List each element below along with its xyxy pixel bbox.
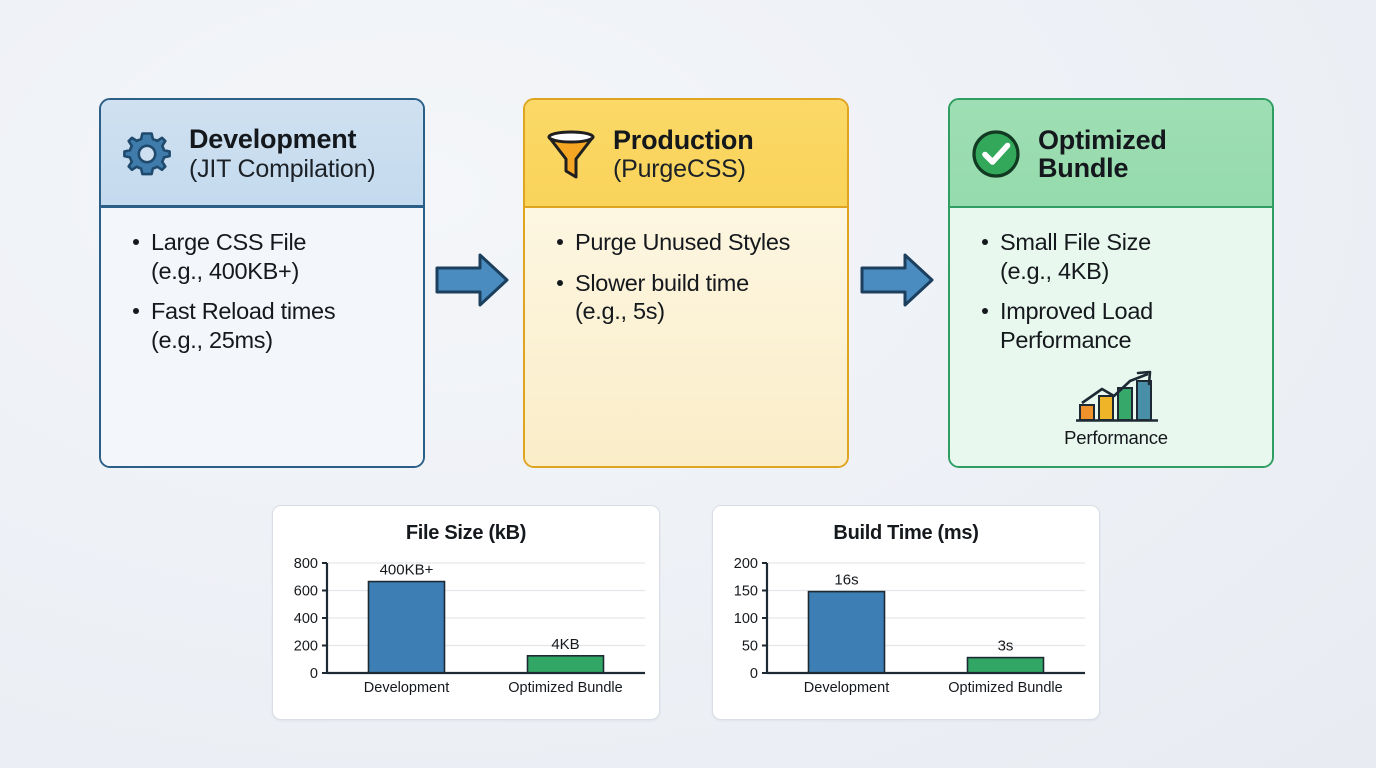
card-optimized-bundle-header: Optimized Bundle	[950, 100, 1272, 208]
card-optimized-bundle-title-block: Optimized Bundle	[1038, 126, 1167, 182]
list-item: Fast Reload times(e.g., 25ms)	[125, 297, 409, 354]
list-item: Large CSS File(e.g., 400KB+)	[125, 228, 409, 285]
chart-build-time: 0 50 100 150 200 16s 3s Development Optimized …	[734, 556, 1085, 696]
card-optimized-bundle-title: Optimized	[1038, 124, 1167, 155]
svg-text:400KB+: 400KB+	[380, 562, 434, 579]
card-optimized-bundle-subtitle: Bundle	[1038, 153, 1129, 183]
chart-yticks-build-time: 0 50 100 150 200	[734, 556, 767, 682]
card-production-body: Purge Unused Styles Slower build time(e.…	[525, 208, 847, 466]
card-development[interactable]: Development (JIT Compilation) Large CSS …	[99, 98, 425, 468]
gear-icon	[123, 131, 171, 175]
card-optimized-bundle[interactable]: Optimized Bundle Small File Size(e.g., 4…	[948, 98, 1274, 468]
card-production-title: Production	[613, 124, 754, 155]
chart-title-build-time: Build Time (ms)	[833, 522, 979, 544]
svg-text:Development: Development	[804, 680, 889, 696]
list-item: Purge Unused Styles	[549, 228, 833, 257]
card-production-title-block: Production (PurgeCSS)	[613, 126, 754, 182]
chart-xlabels-build-time: Development Optimized Bundle	[804, 680, 1063, 696]
card-development-title-block: Development (JIT Compilation)	[189, 124, 376, 183]
chart-card-file-size[interactable]: File Size (kB) 0 200 400 600 800 400KB+ 4KB D…	[272, 505, 660, 720]
card-development-header: Development (JIT Compilation)	[101, 100, 423, 208]
svg-text:0: 0	[750, 666, 758, 682]
svg-text:150: 150	[734, 584, 758, 600]
svg-text:100: 100	[734, 611, 758, 627]
list-item: Slower build time(e.g., 5s)	[549, 269, 833, 326]
svg-text:600: 600	[294, 584, 318, 600]
arrow-production-to-optimized	[860, 253, 934, 307]
svg-text:Optimized Bundle: Optimized Bundle	[948, 680, 1062, 696]
funnel-icon	[547, 130, 595, 179]
card-optimized-bundle-body: Small File Size(e.g., 4KB) Improved Load…	[950, 208, 1272, 466]
chart-yticks-file-size: 0 200 400 600 800	[294, 556, 327, 682]
svg-text:800: 800	[294, 556, 318, 572]
svg-text:200: 200	[294, 639, 318, 655]
svg-text:Optimized Bundle: Optimized Bundle	[508, 680, 622, 696]
card-production[interactable]: Production (PurgeCSS) Purge Unused Style…	[523, 98, 849, 468]
card-production-subtitle: (PurgeCSS)	[613, 155, 746, 184]
performance-indicator: Performance	[974, 369, 1258, 449]
svg-text:0: 0	[310, 666, 318, 682]
chart-bars-file-size: 400KB+ 4KB	[367, 562, 605, 674]
check-circle-icon	[972, 130, 1020, 178]
svg-text:16s: 16s	[834, 572, 858, 589]
svg-text:50: 50	[742, 639, 758, 655]
card-development-bullets: Large CSS File(e.g., 400KB+) Fast Reload…	[125, 228, 409, 355]
svg-text:400: 400	[294, 611, 318, 627]
svg-text:200: 200	[734, 556, 758, 572]
chart-file-size: 0 200 400 600 800 400KB+ 4KB Development Optim…	[294, 556, 645, 696]
bar-chart-growth-icon	[1076, 370, 1158, 422]
pipeline-flow: Development (JIT Compilation) Large CSS …	[99, 98, 1277, 468]
svg-text:4KB: 4KB	[551, 636, 579, 653]
chart-title-file-size: File Size (kB)	[405, 522, 527, 544]
card-development-title: Development	[189, 124, 357, 155]
card-development-body: Large CSS File(e.g., 400KB+) Fast Reload…	[101, 208, 423, 466]
card-production-header: Production (PurgeCSS)	[525, 100, 847, 208]
svg-text:Development: Development	[364, 680, 449, 696]
chart-bars-build-time: 16s 3s	[807, 572, 1045, 674]
card-optimized-bundle-bullets: Small File Size(e.g., 4KB) Improved Load…	[974, 228, 1258, 355]
performance-caption: Performance	[1064, 426, 1168, 448]
card-production-bullets: Purge Unused Styles Slower build time(e.…	[549, 228, 833, 326]
chart-card-build-time[interactable]: Build Time (ms) 0 50 100 150 200 16s 3s Devel…	[712, 505, 1100, 720]
list-item: Small File Size(e.g., 4KB)	[974, 228, 1258, 285]
arrow-development-to-production	[435, 253, 509, 307]
chart-xlabels-file-size: Development Optimized Bundle	[364, 680, 623, 696]
card-development-subtitle: (JIT Compilation)	[189, 154, 376, 183]
svg-text:3s: 3s	[998, 638, 1014, 655]
